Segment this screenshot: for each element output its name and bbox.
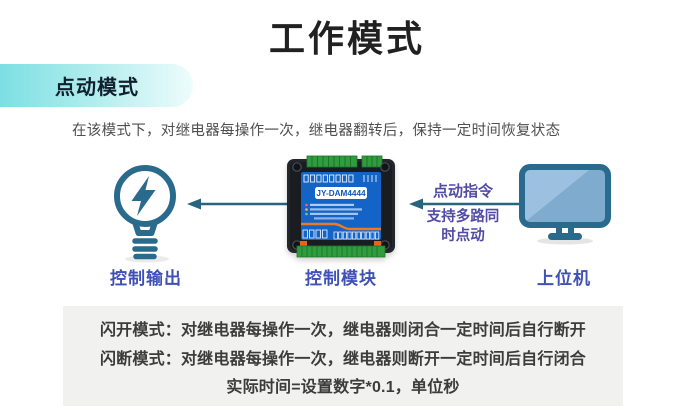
mode-badge: 点动模式	[0, 64, 193, 107]
control-output-label: 控制输出	[110, 269, 182, 288]
flash-open-mode-line: 闪开模式：对继电器每操作一次，继电器则闭合一定时间后自行断开	[99, 322, 586, 339]
support-annotation-line1: 支持多路同	[426, 209, 500, 225]
actual-time-formula-line: 实际时间=设置数字*0.1，单位秒	[226, 379, 460, 396]
page-title: 工作模式	[268, 18, 425, 59]
module-model-label: JY-DAM4444	[316, 189, 366, 198]
monitor-icon	[519, 164, 611, 251]
multichannel-support-annotation: 支持多路同 时点动	[415, 208, 511, 246]
host-computer-label: 上位机	[537, 269, 591, 288]
support-annotation-line2: 时点动	[441, 228, 485, 244]
arrow-host-to-module	[409, 197, 523, 216]
control-module-label: 控制模块	[305, 269, 377, 288]
flash-close-mode-line: 闪断模式：对继电器每操作一次，继电器则断开一定时间后自行闭合	[99, 350, 586, 368]
relay-module-image: JY-DAM4444	[286, 155, 396, 264]
jog-mode-diagram: JY-DAM4444	[0, 150, 694, 300]
arrow-module-to-output	[187, 197, 288, 216]
mode-info-box: 闪开模式：对继电器每操作一次，继电器则闭合一定时间后自行断开 闪断模式：对继电器…	[63, 306, 623, 406]
mode-badge-label: 点动模式	[55, 77, 139, 99]
lightning-bulb-icon	[103, 160, 187, 269]
mode-description: 在该模式下，对继电器每操作一次，继电器翻转后，保持一定时间恢复状态	[72, 123, 561, 139]
jog-command-annotation: 点动指令	[432, 183, 493, 200]
